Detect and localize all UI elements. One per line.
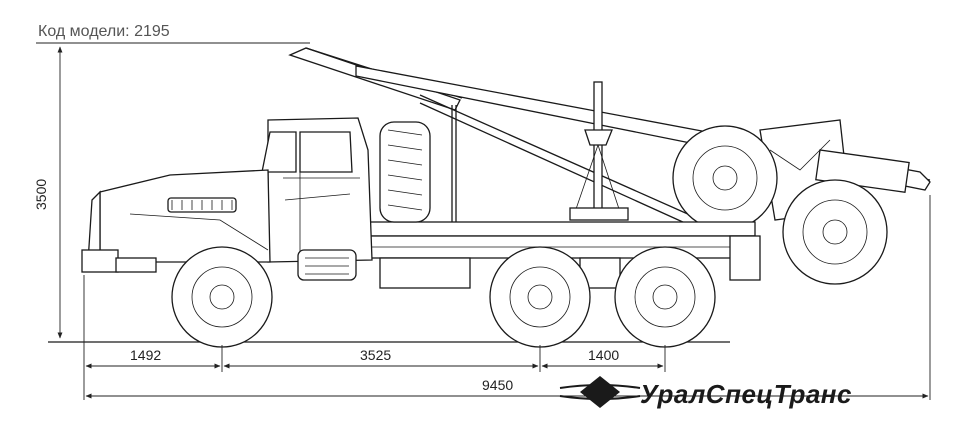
brand-logo: УралСпецТранс	[559, 376, 852, 409]
rear-wheel-2	[614, 246, 716, 348]
front-bumper	[81, 249, 157, 273]
dimension-row-overall: 9450	[85, 377, 929, 399]
spare-tire	[379, 121, 431, 223]
truck-hood	[87, 169, 271, 263]
height-dimension-label: 3500	[33, 179, 49, 210]
fuel-tank	[297, 249, 357, 281]
rear-stanchion	[569, 81, 629, 221]
brand-name: УралСпецТранс	[640, 379, 852, 409]
dimension-row-upper: 1492 3525 1400	[85, 347, 664, 369]
folded-trailer	[672, 119, 910, 285]
wheelbase-label: 3525	[360, 347, 391, 363]
rear-bogie-label: 1400	[588, 347, 619, 363]
height-dimension: 3500	[33, 42, 310, 339]
model-code-label: Код модели: 2195	[38, 23, 170, 40]
overall-length-label: 9450	[482, 377, 513, 393]
front-overhang-label: 1492	[130, 347, 161, 363]
brand-emblem-icon	[580, 376, 620, 408]
rear-wheel-1	[489, 246, 591, 348]
front-wheel	[171, 246, 273, 348]
truck-cab	[261, 117, 373, 263]
